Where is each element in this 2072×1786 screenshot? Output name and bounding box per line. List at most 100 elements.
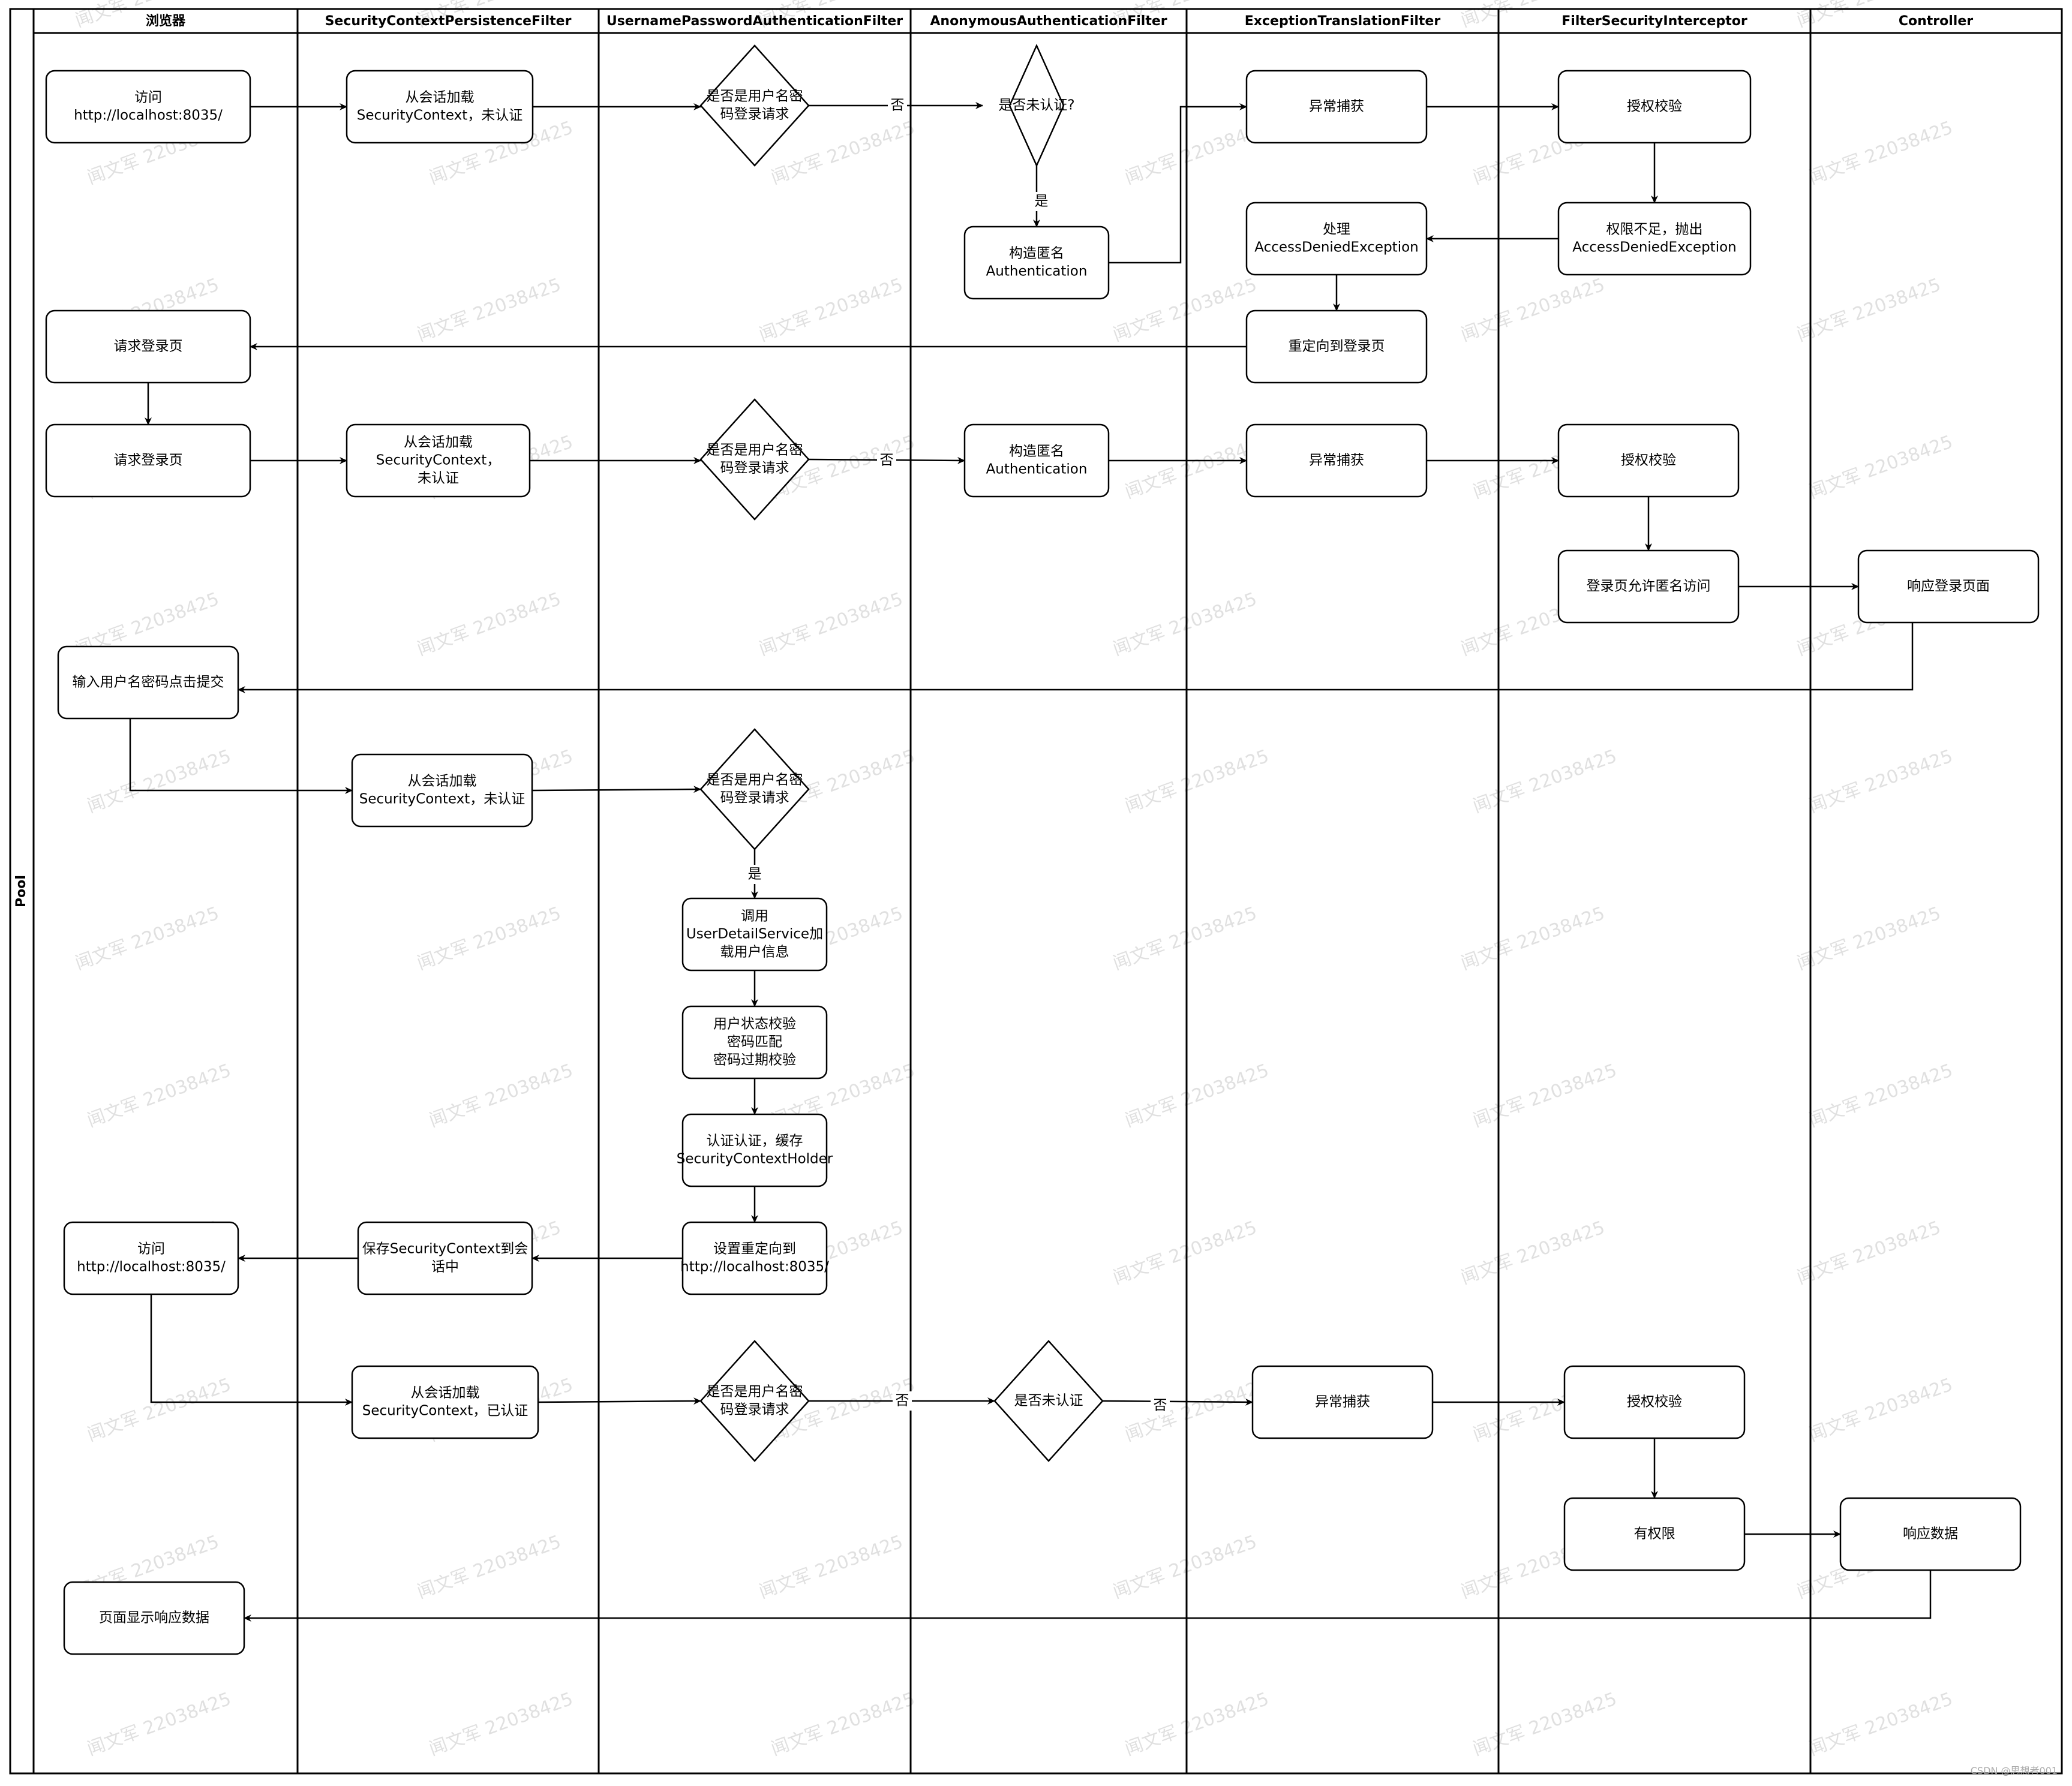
decision-shape	[1008, 43, 1065, 168]
process-shape	[45, 309, 251, 384]
process-shape	[1563, 1365, 1746, 1439]
process-shape	[346, 423, 531, 498]
watermark-text: 闻文军 22038425	[85, 1374, 234, 1445]
node-label: 话中	[431, 1259, 459, 1275]
node-label: 权限不足，抛出	[1606, 222, 1703, 237]
node-label: http://localhost:8035/	[680, 1259, 829, 1275]
connector-b5-to-s5	[150, 1294, 353, 1406]
decision-shape	[699, 44, 810, 167]
connector-c1-to-b4	[238, 623, 1914, 693]
node-label: 异常捕获	[1315, 1394, 1370, 1410]
watermark-text: 闻文军 22038425	[85, 1688, 234, 1760]
watermark-text: 闻文军 22038425	[427, 1688, 576, 1760]
watermark-text: 闻文军 22038425	[1122, 1060, 1272, 1131]
process-shape	[1557, 549, 1740, 624]
node-label: 授权校验	[1621, 453, 1676, 468]
process-shape	[57, 645, 239, 720]
node-label: 设置重定向到	[713, 1241, 796, 1257]
node-label: 构造匿名	[1009, 444, 1064, 459]
process-shape	[346, 70, 534, 144]
lane-title-upaf: UsernamePasswordAuthenticationFilter	[606, 14, 903, 29]
node-label: 从会话加载	[406, 90, 475, 106]
decision-shape	[699, 728, 810, 850]
node-label: 是否是用户名密	[707, 443, 803, 458]
flow-node-b3: 请求登录页	[45, 423, 251, 498]
node-label: http://localhost:8035/	[77, 1259, 226, 1275]
watermark-text: 闻文军 22038425	[1110, 903, 1260, 974]
decision-shape	[993, 1340, 1104, 1462]
flow-node-e4: 异常捕获	[1245, 423, 1428, 498]
node-label: 是否是用户名密	[707, 89, 803, 104]
process-shape	[1557, 70, 1752, 144]
node-label: 是否是用户名密	[707, 772, 803, 788]
watermark-text: 闻文军 22038425	[1806, 745, 1956, 817]
flow-node-b4: 输入用户名密码点击提交	[57, 645, 239, 720]
process-shape	[1563, 1497, 1746, 1571]
flow-node-b6: 页面显示响应数据	[63, 1581, 245, 1655]
node-label: 码登录请求	[720, 790, 789, 806]
lane-title-scpf: SecurityContextPersistenceFilter	[325, 14, 572, 29]
node-label: 密码过期校验	[713, 1053, 796, 1068]
process-shape	[357, 1221, 533, 1295]
decision-shape	[699, 398, 810, 521]
lanes: 浏览器 SecurityContextPersistenceFilter Use…	[34, 9, 2062, 1773]
edge-label: 是	[1035, 194, 1049, 209]
flow-node-u7: 设置重定向到 http://localhost:8035/	[680, 1221, 829, 1295]
process-shape	[1245, 202, 1428, 276]
node-label: 构造匿名	[1009, 246, 1064, 261]
node-label: AccessDeniedException	[1572, 240, 1737, 255]
watermark-text: 闻文军 22038425	[415, 1531, 564, 1602]
process-shape	[1245, 423, 1428, 498]
process-shape	[1245, 70, 1428, 144]
node-label: 码登录请求	[720, 107, 789, 122]
node-label: 请求登录页	[114, 339, 183, 354]
edge-label: 否	[880, 453, 894, 468]
watermark-text: 闻文军 22038425	[1122, 1688, 1272, 1760]
watermark-text: 闻文军 22038425	[1794, 903, 1944, 974]
process-shape	[63, 1221, 239, 1295]
connectors: 否是否是否否	[129, 96, 1932, 1622]
node-label: SecurityContext，已认证	[362, 1403, 528, 1419]
watermark-text: 闻文军 22038425	[73, 903, 222, 974]
flow-node-e3: 重定向到登录页	[1245, 309, 1428, 384]
watermark-text: 闻文军 22038425	[1470, 1688, 1620, 1760]
watermark-text: 闻文军 22038425	[85, 745, 234, 817]
flow-node-b2: 请求登录页	[45, 309, 251, 384]
watermark-text: 闻文军 22038425	[1806, 1374, 1956, 1445]
connector-c2-to-b6	[244, 1570, 1932, 1622]
edge-label-bg	[1151, 1396, 1170, 1415]
node-label: SecurityContext，	[376, 453, 501, 468]
edge-label-bg	[745, 865, 764, 884]
watermark-text: 闻文军 22038425	[756, 1531, 906, 1602]
watermark-text: 闻文军 22038425	[1470, 1060, 1620, 1131]
process-shape	[1857, 549, 2040, 624]
process-shape	[1245, 309, 1428, 384]
process-shape	[1251, 1365, 1434, 1439]
watermark-text: 闻文军 22038425	[1110, 274, 1260, 345]
process-shape	[1557, 423, 1740, 498]
watermark-text: 闻文军 22038425	[756, 588, 906, 660]
edge-label-bg	[877, 451, 896, 470]
flow-node-f4: 登录页允许匿名访问	[1557, 549, 1740, 624]
lane-title-etf: ExceptionTranslationFilter	[1245, 14, 1441, 29]
process-shape	[351, 753, 533, 828]
flow-node-e1: 异常捕获	[1245, 70, 1428, 144]
process-shape	[681, 897, 828, 972]
watermark-text: 闻文军 22038425	[1110, 1531, 1260, 1602]
watermark-text: 闻文军 22038425	[415, 274, 564, 345]
node-label: 登录页允许匿名访问	[1587, 579, 1711, 594]
node-label: 是否是用户名密	[707, 1384, 803, 1400]
node-label: 访问	[137, 1241, 165, 1257]
watermark-text: 闻文军 22038425	[1122, 745, 1272, 817]
watermark-text: 闻文军 22038425	[427, 1060, 576, 1131]
watermark-text: 闻文军 22038425	[1794, 274, 1944, 345]
watermark-text: 闻文军 22038425	[768, 1688, 918, 1760]
flow-node-f6: 有权限	[1563, 1497, 1746, 1571]
watermark-text: 闻文军 22038425	[1806, 1060, 1956, 1131]
